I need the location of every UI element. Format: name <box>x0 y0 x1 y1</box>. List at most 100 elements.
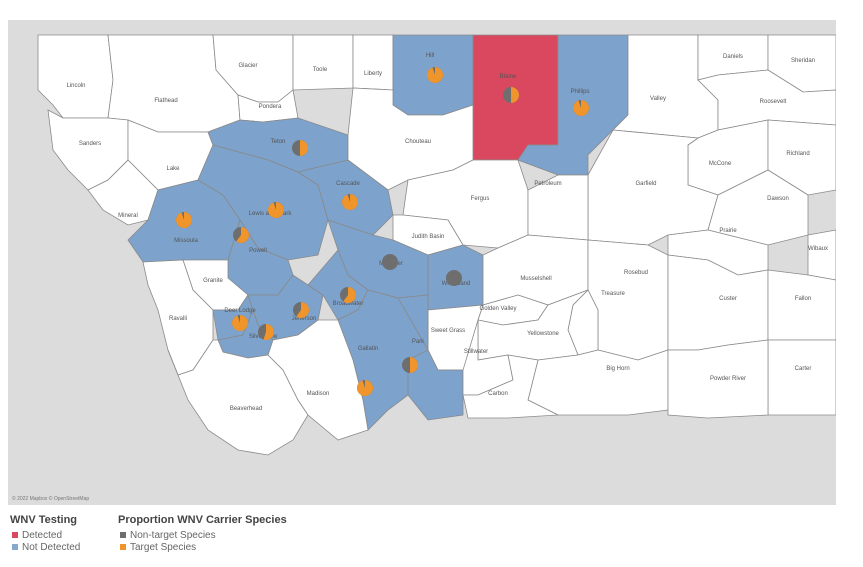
target-swatch <box>120 544 126 550</box>
county-rosebud[interactable] <box>587 239 669 361</box>
county-label-missoula: Missoula <box>174 238 198 244</box>
legend-item-detected[interactable]: Detected <box>10 529 80 541</box>
county-liberty[interactable] <box>352 34 394 91</box>
pie-hill[interactable] <box>426 67 443 83</box>
county-label-wibaux: Wibaux <box>808 246 828 252</box>
county-label-glacier: Glacier <box>238 63 257 69</box>
legend-item-target[interactable]: Target Species <box>118 541 287 553</box>
county-label-flathead: Flathead <box>154 98 177 104</box>
county-label-granite: Granite <box>203 278 223 284</box>
county-label-musselshell: Musselshell <box>520 276 551 282</box>
county-label-jefferson: Jefferson <box>292 316 317 322</box>
legend-carrier-species: Proportion WNV Carrier Species Non-targe… <box>118 514 287 553</box>
county-label-sanders: Sanders <box>79 141 101 147</box>
pie-layer <box>175 67 589 396</box>
legend-item-not-detected[interactable]: Not Detected <box>10 541 80 553</box>
county-label-liberty: Liberty <box>364 71 382 77</box>
pie-slice-target <box>410 357 418 373</box>
pie-jefferson[interactable] <box>293 302 310 318</box>
county-carbon[interactable] <box>462 354 560 419</box>
legend-item-label: Not Detected <box>22 541 81 553</box>
county-big-horn[interactable] <box>527 349 669 416</box>
county-petroleum[interactable] <box>527 174 589 241</box>
legend-wnv-testing: WNV Testing Detected Not Detected <box>10 514 80 553</box>
county-label-valley: Valley <box>650 96 666 102</box>
county-label-fergus: Fergus <box>471 196 490 202</box>
county-label-park: Park <box>412 339 425 345</box>
county-label-hill: Hill <box>426 53 434 59</box>
county-label-blaine: Blaine <box>500 74 517 80</box>
legend-species-title: Proportion WNV Carrier Species <box>118 514 287 526</box>
county-label-lincoln: Lincoln <box>66 83 85 89</box>
county-label-roosevelt: Roosevelt <box>760 99 787 105</box>
county-label-gallatin: Gallatin <box>358 346 378 352</box>
county-label-broadwater: Broadwater <box>333 301 364 307</box>
detected-swatch <box>12 532 18 538</box>
county-label-treasure: Treasure <box>601 291 625 297</box>
county-label-big-horn: Big Horn <box>606 366 629 372</box>
county-layer <box>37 34 836 456</box>
pie-slice-target <box>356 380 373 396</box>
county-label-mineral: Mineral <box>118 213 138 219</box>
pie-slice-target <box>426 67 443 83</box>
county-label-sweet-grass: Sweet Grass <box>431 328 465 334</box>
county-label-chouteau: Chouteau <box>405 139 431 145</box>
pie-deer-lodge[interactable] <box>231 315 248 331</box>
pie-teton[interactable] <box>292 140 308 156</box>
county-label-teton: Teton <box>271 139 286 145</box>
county-label-carbon: Carbon <box>488 391 508 397</box>
county-label-madison: Madison <box>307 391 330 397</box>
county-label-fallon: Fallon <box>795 296 811 302</box>
county-roosevelt[interactable] <box>697 69 836 131</box>
pie-meagher[interactable] <box>382 254 398 270</box>
pie-slice-target <box>175 212 192 228</box>
legend-item-non-target[interactable]: Non-target Species <box>118 529 287 541</box>
pie-slice-target <box>263 324 274 340</box>
pie-wheatland[interactable] <box>446 270 462 286</box>
county-label-carter: Carter <box>795 366 812 372</box>
not-detected-swatch <box>12 544 18 550</box>
county-label-golden-valley: Golden Valley <box>480 306 517 312</box>
pie-slice-non-target <box>382 254 398 270</box>
map-attribution: © 2022 Mapbox © OpenStreetMap <box>12 495 89 502</box>
legend-item-label: Non-target Species <box>130 529 216 541</box>
legend-testing-title: WNV Testing <box>10 514 78 526</box>
pie-slice-target <box>236 227 250 244</box>
legend: WNV Testing Detected Not Detected Propor… <box>10 514 410 564</box>
pie-silver-bow[interactable] <box>258 324 274 340</box>
county-powder-river[interactable] <box>667 339 769 419</box>
county-label-sheridan: Sheridan <box>791 58 815 64</box>
county-label-stillwater: Stillwater <box>464 349 488 355</box>
county-label-yellowstone: Yellowstone <box>527 331 559 337</box>
county-madison[interactable] <box>267 319 369 441</box>
county-label-pondera: Pondera <box>259 104 282 110</box>
county-wibaux[interactable] <box>807 229 836 281</box>
county-label-powell: Powell <box>249 248 267 254</box>
pie-broadwater[interactable] <box>340 287 357 303</box>
county-fallon[interactable] <box>767 269 836 341</box>
pie-powell[interactable] <box>233 227 250 244</box>
county-label-prairie: Prairie <box>719 228 737 234</box>
pie-slice-target <box>511 87 519 103</box>
county-label-daniels: Daniels <box>723 54 743 60</box>
county-label-cascade: Cascade <box>336 181 360 187</box>
pie-blaine[interactable] <box>503 87 519 103</box>
county-carter[interactable] <box>767 339 836 416</box>
pie-gallatin[interactable] <box>356 380 373 396</box>
pie-phillips[interactable] <box>572 100 589 116</box>
pie-cascade[interactable] <box>341 194 358 210</box>
pie-slice-non-target <box>446 270 462 286</box>
pie-lewis-and-clark[interactable] <box>267 202 284 218</box>
pie-slice-target <box>341 194 358 210</box>
pie-slice-target <box>231 315 248 331</box>
county-label-petroleum: Petroleum <box>534 181 561 187</box>
pie-park[interactable] <box>402 357 418 373</box>
county-richland[interactable] <box>767 119 836 196</box>
pie-slice-target <box>267 202 284 218</box>
pie-missoula[interactable] <box>175 212 192 228</box>
county-toole[interactable] <box>292 34 354 91</box>
county-label-dawson: Dawson <box>767 196 789 202</box>
county-label-toole: Toole <box>313 67 328 73</box>
